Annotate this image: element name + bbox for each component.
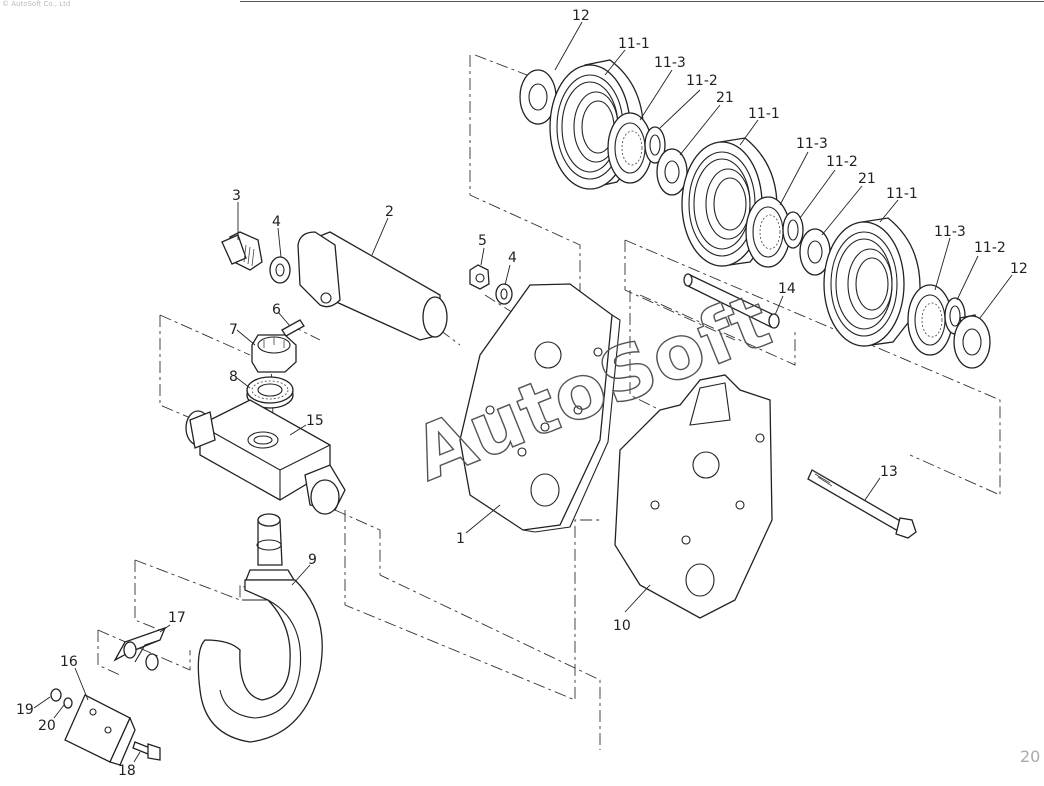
callout-5: 5: [478, 233, 487, 249]
bearing-11-3-b: [745, 196, 791, 268]
pulley-11-1-c: [823, 217, 921, 347]
callout-19: 19: [16, 702, 34, 718]
latch-17: [113, 626, 167, 671]
ring-11-2-b: [782, 211, 804, 249]
callout-11-2-b: 11-2: [826, 154, 858, 170]
callout-4-left: 4: [272, 214, 281, 230]
cotter-pin-6: [281, 319, 305, 337]
nut-19: [50, 688, 62, 702]
callout-8: 8: [229, 369, 238, 385]
bracket-16: [64, 694, 136, 766]
bolt-3: [221, 231, 263, 271]
callout-12-right: 12: [1010, 261, 1028, 277]
spacer-12-right: [953, 314, 991, 369]
callout-11-1-a: 11-1: [618, 36, 650, 52]
callout-7: 7: [229, 322, 238, 338]
callout-11-2-a: 11-2: [686, 73, 718, 89]
callout-21-a: 21: [716, 90, 734, 106]
washer-4-right: [495, 283, 513, 305]
callout-1: 1: [456, 531, 465, 547]
pin-2: [297, 231, 448, 341]
washer-21-a: [656, 148, 688, 196]
callout-16: 16: [60, 654, 78, 670]
axle-pin-14: [683, 273, 780, 329]
callout-11-2-c: 11-2: [974, 240, 1006, 256]
hook-9: [197, 513, 323, 743]
callout-6: 6: [272, 302, 281, 318]
callout-9: 9: [308, 552, 317, 568]
bolt-18: [132, 741, 161, 761]
thrust-bearing-8: [246, 376, 294, 409]
side-plate-1: [459, 283, 621, 533]
callout-12-left: 12: [572, 8, 590, 24]
pulley-11-1-b: [681, 137, 778, 267]
washer-4-left: [269, 256, 291, 284]
header-text: © AutoSoft Co., Ltd: [2, 0, 70, 8]
washer-20: [63, 697, 73, 709]
long-bolt-13: [807, 469, 917, 539]
callout-2: 2: [385, 204, 394, 220]
pulley-assembly: [519, 59, 991, 369]
callout-labels: 12 11-1 11-3 11-2 21 11-1 11-3 11-2 21 1…: [16, 8, 1028, 779]
nut-5: [469, 264, 490, 290]
callout-15: 15: [306, 413, 324, 429]
callout-11-1-b: 11-1: [748, 106, 780, 122]
callout-11-3-a: 11-3: [654, 55, 686, 71]
callout-3: 3: [232, 188, 241, 204]
callout-20: 20: [38, 718, 56, 734]
callout-11-1-c: 11-1: [886, 186, 918, 202]
yoke-15: [185, 399, 346, 515]
callout-14: 14: [778, 281, 796, 297]
callout-18: 18: [118, 763, 136, 779]
callout-11-3-b: 11-3: [796, 136, 828, 152]
callout-4-right: 4: [508, 250, 517, 266]
side-plate-10: [614, 374, 773, 619]
ring-11-2-a: [644, 126, 666, 164]
callout-21-b: 21: [858, 171, 876, 187]
callout-17: 17: [168, 610, 186, 626]
callout-11-3-c: 11-3: [934, 224, 966, 240]
callout-13: 13: [880, 464, 898, 480]
leader-lines: [33, 21, 1013, 763]
callout-10: 10: [613, 618, 631, 634]
page-number: 20: [1020, 747, 1040, 766]
castle-nut-7: [251, 334, 297, 373]
